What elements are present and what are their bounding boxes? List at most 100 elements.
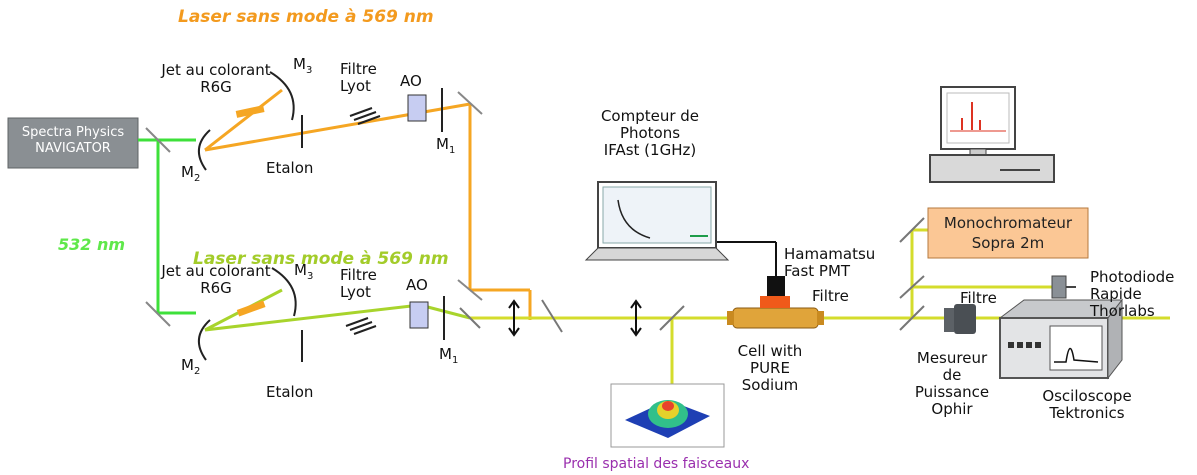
pump-laser-line1: Spectra Physics [21, 125, 125, 140]
upper-etalon-label: Etalon [266, 159, 314, 177]
beam-splitter-2 [541, 299, 563, 333]
sodium-cell [732, 307, 819, 329]
power-meter-label: Mesureur de Puissance Ophir [915, 350, 989, 418]
upper-m3-label: M3 [293, 56, 312, 79]
monochromator-line1: Monochromateur [943, 214, 1073, 232]
upper-fold-mirror-top [457, 91, 483, 115]
laptop-icon [584, 181, 730, 261]
beam-profile-plot [610, 383, 725, 448]
green-laser-title: Laser sans mode à 569 nm [193, 249, 449, 269]
upper-m2-label: M2 [181, 164, 200, 187]
lower-dye-jet-line2: R6G [200, 279, 232, 297]
oscilloscope-line1: Osciloscope [1042, 387, 1132, 405]
oscilloscope-line2: Tektronics [1049, 404, 1125, 422]
pump-laser-label: Spectra Physics NAVIGATOR [22, 125, 124, 157]
lower-m3-text: M [294, 261, 307, 279]
upper-m3-text: M [293, 55, 306, 73]
cell-window-right [817, 311, 824, 325]
upper-dye-jet-line2: R6G [200, 78, 232, 96]
pmt-filter [760, 296, 790, 308]
upper-mirror-m2 [198, 129, 211, 171]
beam-profile-caption: Profil spatial des faisceaux [563, 456, 750, 472]
lower-m1-text: M [439, 345, 452, 363]
computer-icon [929, 86, 1055, 183]
photon-counter-line2: Photons [619, 124, 681, 142]
monochromator-line2: Sopra 2m [971, 234, 1045, 252]
beam-splitter-6 [899, 275, 925, 299]
lower-dye-jet-line1: Jet au colorant [161, 262, 271, 280]
cell-line1: Cell with [737, 342, 803, 360]
lens-2 [630, 299, 642, 337]
beam-splitter-4 [899, 305, 925, 331]
lower-m1-sub: 1 [451, 355, 459, 366]
lower-lyot-filter [345, 317, 377, 335]
pmt-filter-label: Filtre [812, 287, 849, 305]
lower-mirror-m3 [271, 267, 297, 317]
pump-wavelength-label: 532 nm [58, 235, 126, 254]
photodiode [1051, 275, 1067, 299]
lower-m2-sub: 2 [193, 366, 201, 377]
pmt-line1: Hamamatsu [784, 245, 876, 263]
upper-m2-sub: 2 [193, 173, 201, 184]
upper-m2-text: M [181, 163, 194, 181]
pmt-line2: Fast PMT [784, 262, 851, 280]
lower-lyot-line1: Filtre [340, 266, 377, 284]
lower-dye-jet-label: Jet au colorant R6G [161, 263, 270, 297]
lower-mirror-m2 [198, 319, 211, 361]
pump-fold-mirror-top [145, 127, 171, 153]
upper-mirror-m3 [269, 71, 295, 121]
photodiode-label: Photodiode Rapide Thorlabs [1090, 269, 1174, 320]
pump-laser-box [7, 117, 139, 169]
lower-m2-label: M2 [181, 357, 200, 380]
oscilloscope-icon [998, 298, 1124, 380]
upper-m1-text: M [436, 135, 449, 153]
power-meter-line2: de [942, 366, 962, 384]
upper-m3-sub: 3 [305, 65, 313, 76]
beam-splitter-1 [459, 307, 481, 329]
upper-dye-jet-line1: Jet au colorant [161, 61, 271, 79]
monochromator-label: Monochromateur Sopra 2m [944, 213, 1072, 253]
upper-ao-label: AO [400, 72, 422, 90]
pmt-body [767, 276, 785, 296]
lower-ao-label: AO [406, 276, 428, 294]
power-meter-line4: Ophir [931, 400, 973, 418]
pump-laser-line2: NAVIGATOR [35, 141, 111, 156]
photodiode-line3: Thorlabs [1090, 302, 1155, 320]
cell-label: Cell with PURE Sodium [738, 343, 803, 394]
lower-etalon-label: Etalon [266, 383, 314, 401]
lower-lyot-line2: Lyot [340, 283, 371, 301]
lower-m2-text: M [181, 356, 194, 374]
monochromator-box [927, 207, 1089, 259]
orange-laser-title: Laser sans mode à 569 nm [178, 7, 434, 27]
lower-dye-jet [236, 300, 266, 317]
cell-line2: PURE [750, 359, 790, 377]
upper-lyot-filter [349, 107, 381, 125]
pump-fold-mirror-bottom [145, 301, 171, 327]
power-meter-icon [944, 304, 976, 334]
photodiode-line2: Rapide [1090, 285, 1142, 303]
upper-dye-jet [235, 105, 265, 118]
photodiode-line1: Photodiode [1090, 268, 1175, 286]
lower-m3-sub: 3 [306, 271, 314, 282]
upper-lyot-label: Filtre Lyot [340, 61, 377, 95]
cell-window-left [727, 311, 734, 325]
beam-splitter-5 [899, 217, 925, 243]
upper-ao-modulator [407, 94, 427, 122]
lower-ao-modulator [409, 301, 429, 329]
upper-m1-sub: 1 [448, 145, 456, 156]
cell-line3: Sodium [741, 376, 799, 394]
oscilloscope-label: Osciloscope Tektronics [1042, 388, 1131, 422]
power-meter-line3: Puissance [914, 383, 990, 401]
upper-m1-label: M1 [436, 136, 455, 159]
lower-lyot-label: Filtre Lyot [340, 267, 377, 301]
photon-counter-label: Compteur de Photons IFAst (1GHz) [601, 108, 699, 159]
upper-lyot-line1: Filtre [340, 60, 377, 78]
upper-lyot-line2: Lyot [340, 77, 371, 95]
pmt-label: Hamamatsu Fast PMT [784, 246, 875, 280]
power-meter-line1: Mesureur [916, 349, 988, 367]
photon-counter-line1: Compteur de [600, 107, 700, 125]
pump-beam [138, 138, 196, 315]
lower-m3-label: M3 [294, 262, 313, 285]
lower-m1-label: M1 [439, 346, 458, 369]
